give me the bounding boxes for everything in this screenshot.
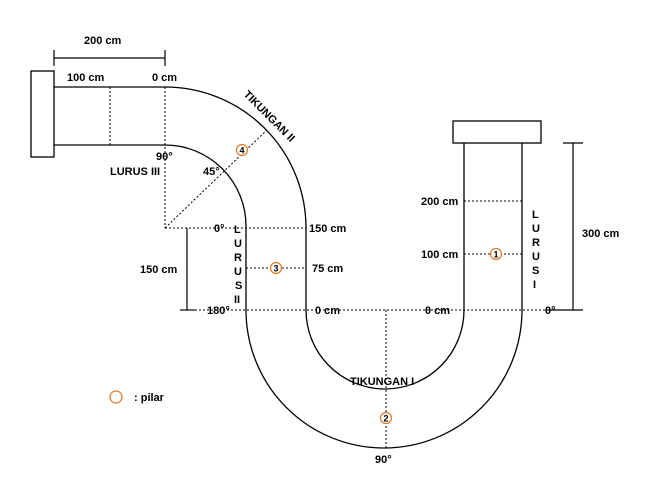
label-angle-0-left: 0° xyxy=(214,223,225,235)
pillar-2-number: 2 xyxy=(383,414,388,424)
lurus2-letter: R xyxy=(234,252,242,264)
lurus1-letter: S xyxy=(532,265,539,277)
pillar-4: 4 xyxy=(235,143,249,157)
label-0cm-bend-right: 0 cm xyxy=(425,305,450,317)
lurus1-letter: R xyxy=(532,237,540,249)
label-angle-180: 180° xyxy=(207,305,230,317)
lurus2-letter: II xyxy=(234,294,240,306)
pillar-2-marker xyxy=(379,411,393,425)
lurus2-letter: L xyxy=(234,224,241,236)
lurus1-letter: I xyxy=(533,279,536,291)
label-angle-90-top: 90° xyxy=(156,151,173,163)
legend-pillar-icon xyxy=(109,390,123,404)
pillar-3-number: 3 xyxy=(273,264,278,274)
label-lurus2-vertical: L U R U S II xyxy=(234,224,242,306)
label-200cm-lurus1: 200 cm xyxy=(421,196,459,208)
label-150cm-height: 150 cm xyxy=(140,264,178,276)
label-75cm-lurus2: 75 cm xyxy=(312,263,343,275)
lurus1-letter: U xyxy=(532,223,540,235)
label-100cm-lurus3: 100 cm xyxy=(67,72,105,84)
pipe-outer-wall xyxy=(54,86,465,390)
left-wall-flange xyxy=(30,70,55,158)
right-support-block xyxy=(452,120,542,144)
label-tikungan1: TIKUNGAN I xyxy=(350,376,414,388)
label-angle-90-bottom: 90° xyxy=(375,454,392,466)
label-150cm-lurus2: 150 cm xyxy=(309,223,347,235)
pillar-3-marker xyxy=(269,261,283,275)
lurus1-letter: U xyxy=(532,251,540,263)
pillar-1: 1 xyxy=(489,247,503,261)
label-0cm-lurus3: 0 cm xyxy=(152,72,177,84)
legend: : pilar xyxy=(109,390,165,404)
label-100cm-lurus1: 100 cm xyxy=(421,249,459,261)
pillar-1-marker xyxy=(489,247,503,261)
label-tikungan2: TIKUNGAN II xyxy=(241,89,297,145)
pipe-inner-wall xyxy=(54,143,523,449)
label-200cm-top: 200 cm xyxy=(84,35,122,47)
lurus2-letter: U xyxy=(234,266,242,278)
label-300cm-height: 300 cm xyxy=(582,228,620,240)
label-angle-0-right: 0° xyxy=(545,305,556,317)
pillar-2: 2 xyxy=(379,411,393,425)
label-0cm-bend-left: 0 cm xyxy=(315,305,340,317)
pillar-1-number: 1 xyxy=(493,250,498,260)
pillar-4-marker xyxy=(235,143,249,157)
label-lurus1-vertical: L U R U S I xyxy=(532,209,540,291)
lurus2-letter: U xyxy=(234,238,242,250)
legend-label: : pilar xyxy=(134,392,165,404)
label-angle-45: 45° xyxy=(203,166,220,178)
lurus1-letter: L xyxy=(532,209,539,221)
pillar-3: 3 xyxy=(269,261,283,275)
pillar-4-number: 4 xyxy=(239,146,244,156)
lurus2-letter: S xyxy=(235,280,242,292)
section-line-45deg xyxy=(164,129,268,229)
label-lurus3: LURUS III xyxy=(110,166,160,178)
